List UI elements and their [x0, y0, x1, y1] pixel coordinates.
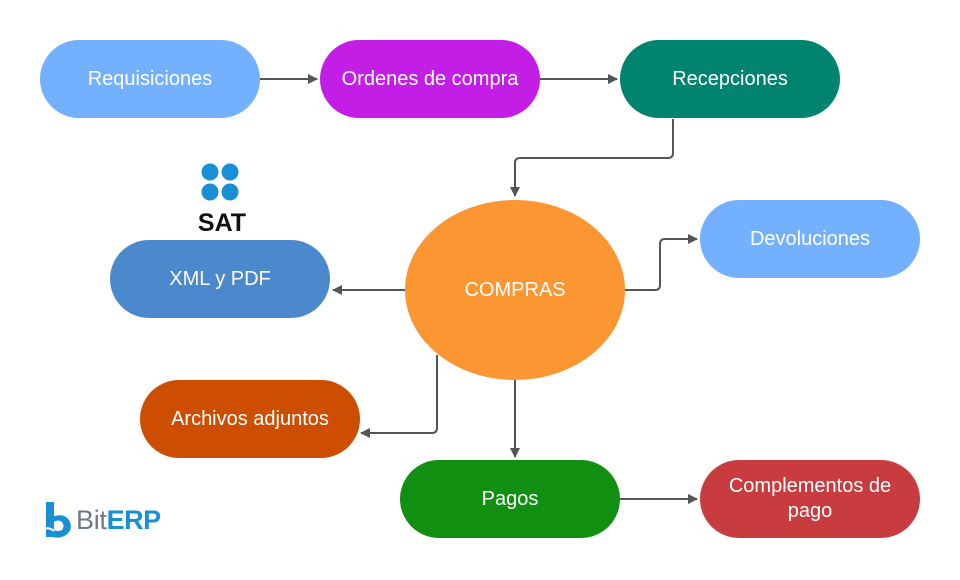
node-label: Pagos	[481, 487, 539, 510]
node-devoluciones: Devoluciones	[700, 200, 920, 278]
node-pagos: Pagos	[400, 460, 620, 538]
sat-logo-mark: SAT	[198, 163, 246, 237]
biterp-logo-erp: ERP	[106, 504, 162, 535]
node-label: XML y PDF	[169, 267, 271, 290]
node-xml-y-pdf: XML y PDF	[110, 240, 330, 318]
node-ordenes-de-compra: Ordenes de compra	[320, 40, 540, 118]
edge-compras-devoluciones	[625, 234, 698, 291]
biterp-logo-bit: Bit	[76, 504, 107, 535]
edge-recepciones-compras	[510, 119, 674, 197]
node-label: Requisiciones	[87, 67, 213, 90]
node-requisiciones: Requisiciones	[40, 40, 260, 118]
sat-logo-text: SAT	[198, 209, 246, 236]
node-label: Complementos de pago	[728, 475, 892, 522]
node-label: Recepciones	[672, 67, 788, 90]
node-label: Devoluciones	[749, 227, 871, 250]
node-label: COMPRAS	[464, 278, 566, 301]
edge-compras-archivos	[360, 355, 438, 438]
node-label: Archivos adjuntos	[171, 407, 329, 430]
node-recepciones: Recepciones	[620, 40, 840, 118]
node-complementos-de-pago: Complementos de pago	[700, 460, 920, 538]
node-archivos-adjuntos: Archivos adjuntos	[140, 380, 360, 458]
node-label: Ordenes de compra	[341, 67, 519, 90]
node-compras: COMPRAS	[405, 200, 625, 380]
biterp-logo-icon	[41, 502, 71, 538]
sat-logo: SAT	[184, 160, 260, 237]
